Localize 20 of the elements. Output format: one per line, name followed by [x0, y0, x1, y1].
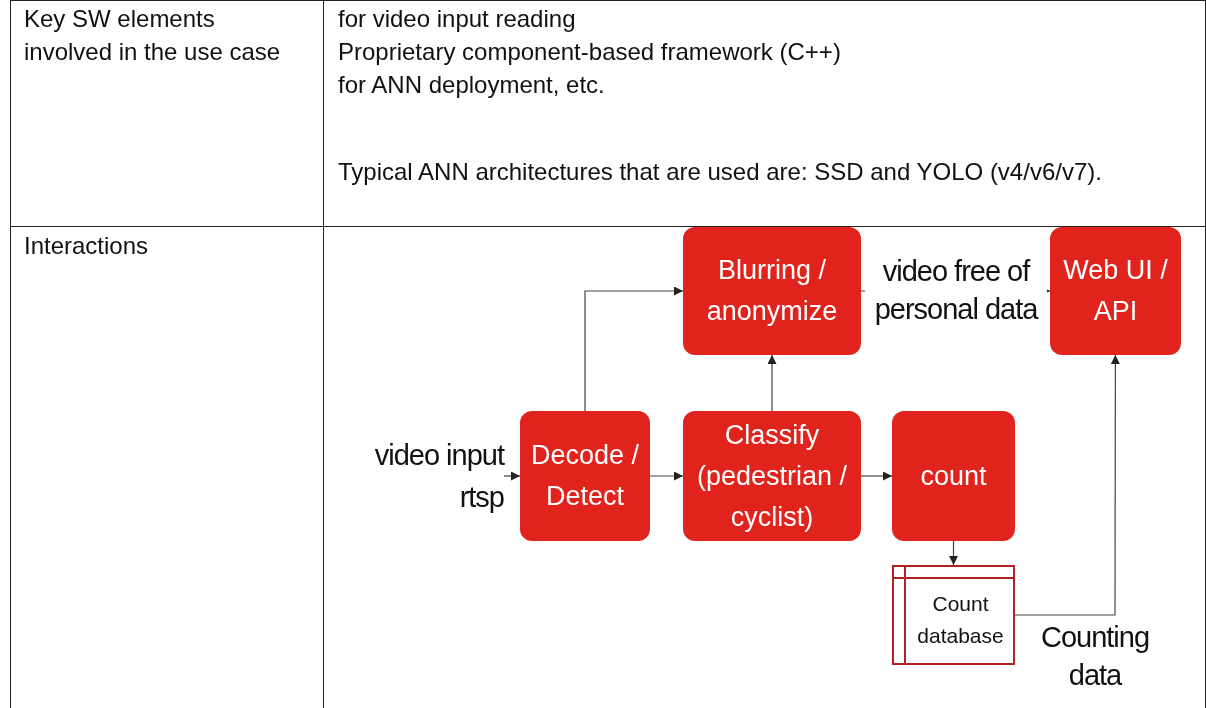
software-list-item: for video input reading — [338, 4, 577, 34]
arrow — [503, 471, 521, 481]
software-list-item: Proprietary component-based framework (C++) — [338, 37, 842, 67]
arrow — [1014, 354, 1120, 616]
process-box: Decode / Detect — [520, 411, 650, 541]
arrow — [767, 354, 777, 412]
arrow — [649, 471, 684, 481]
database-table: Count database — [892, 565, 1015, 665]
process-box: Web UI / API — [1050, 227, 1181, 355]
row-header: Key SW elements involved in the use case — [24, 4, 282, 67]
input-label: video input rtsp — [352, 434, 504, 518]
software-list-item: for ANN deployment, etc. — [338, 70, 606, 100]
arrow — [860, 471, 893, 481]
process-box: Classify (pedestrian / cyclist) — [683, 411, 861, 541]
arrow — [949, 540, 958, 566]
software-list-item: Typical ANN architectures that are used are: SSD and YOLO (v4/v6/v7). — [338, 157, 1103, 187]
process-box: Blurring / anonymize — [683, 227, 861, 355]
row-header: Interactions — [24, 231, 150, 261]
arrow — [584, 286, 684, 412]
process-box: count — [892, 411, 1015, 541]
